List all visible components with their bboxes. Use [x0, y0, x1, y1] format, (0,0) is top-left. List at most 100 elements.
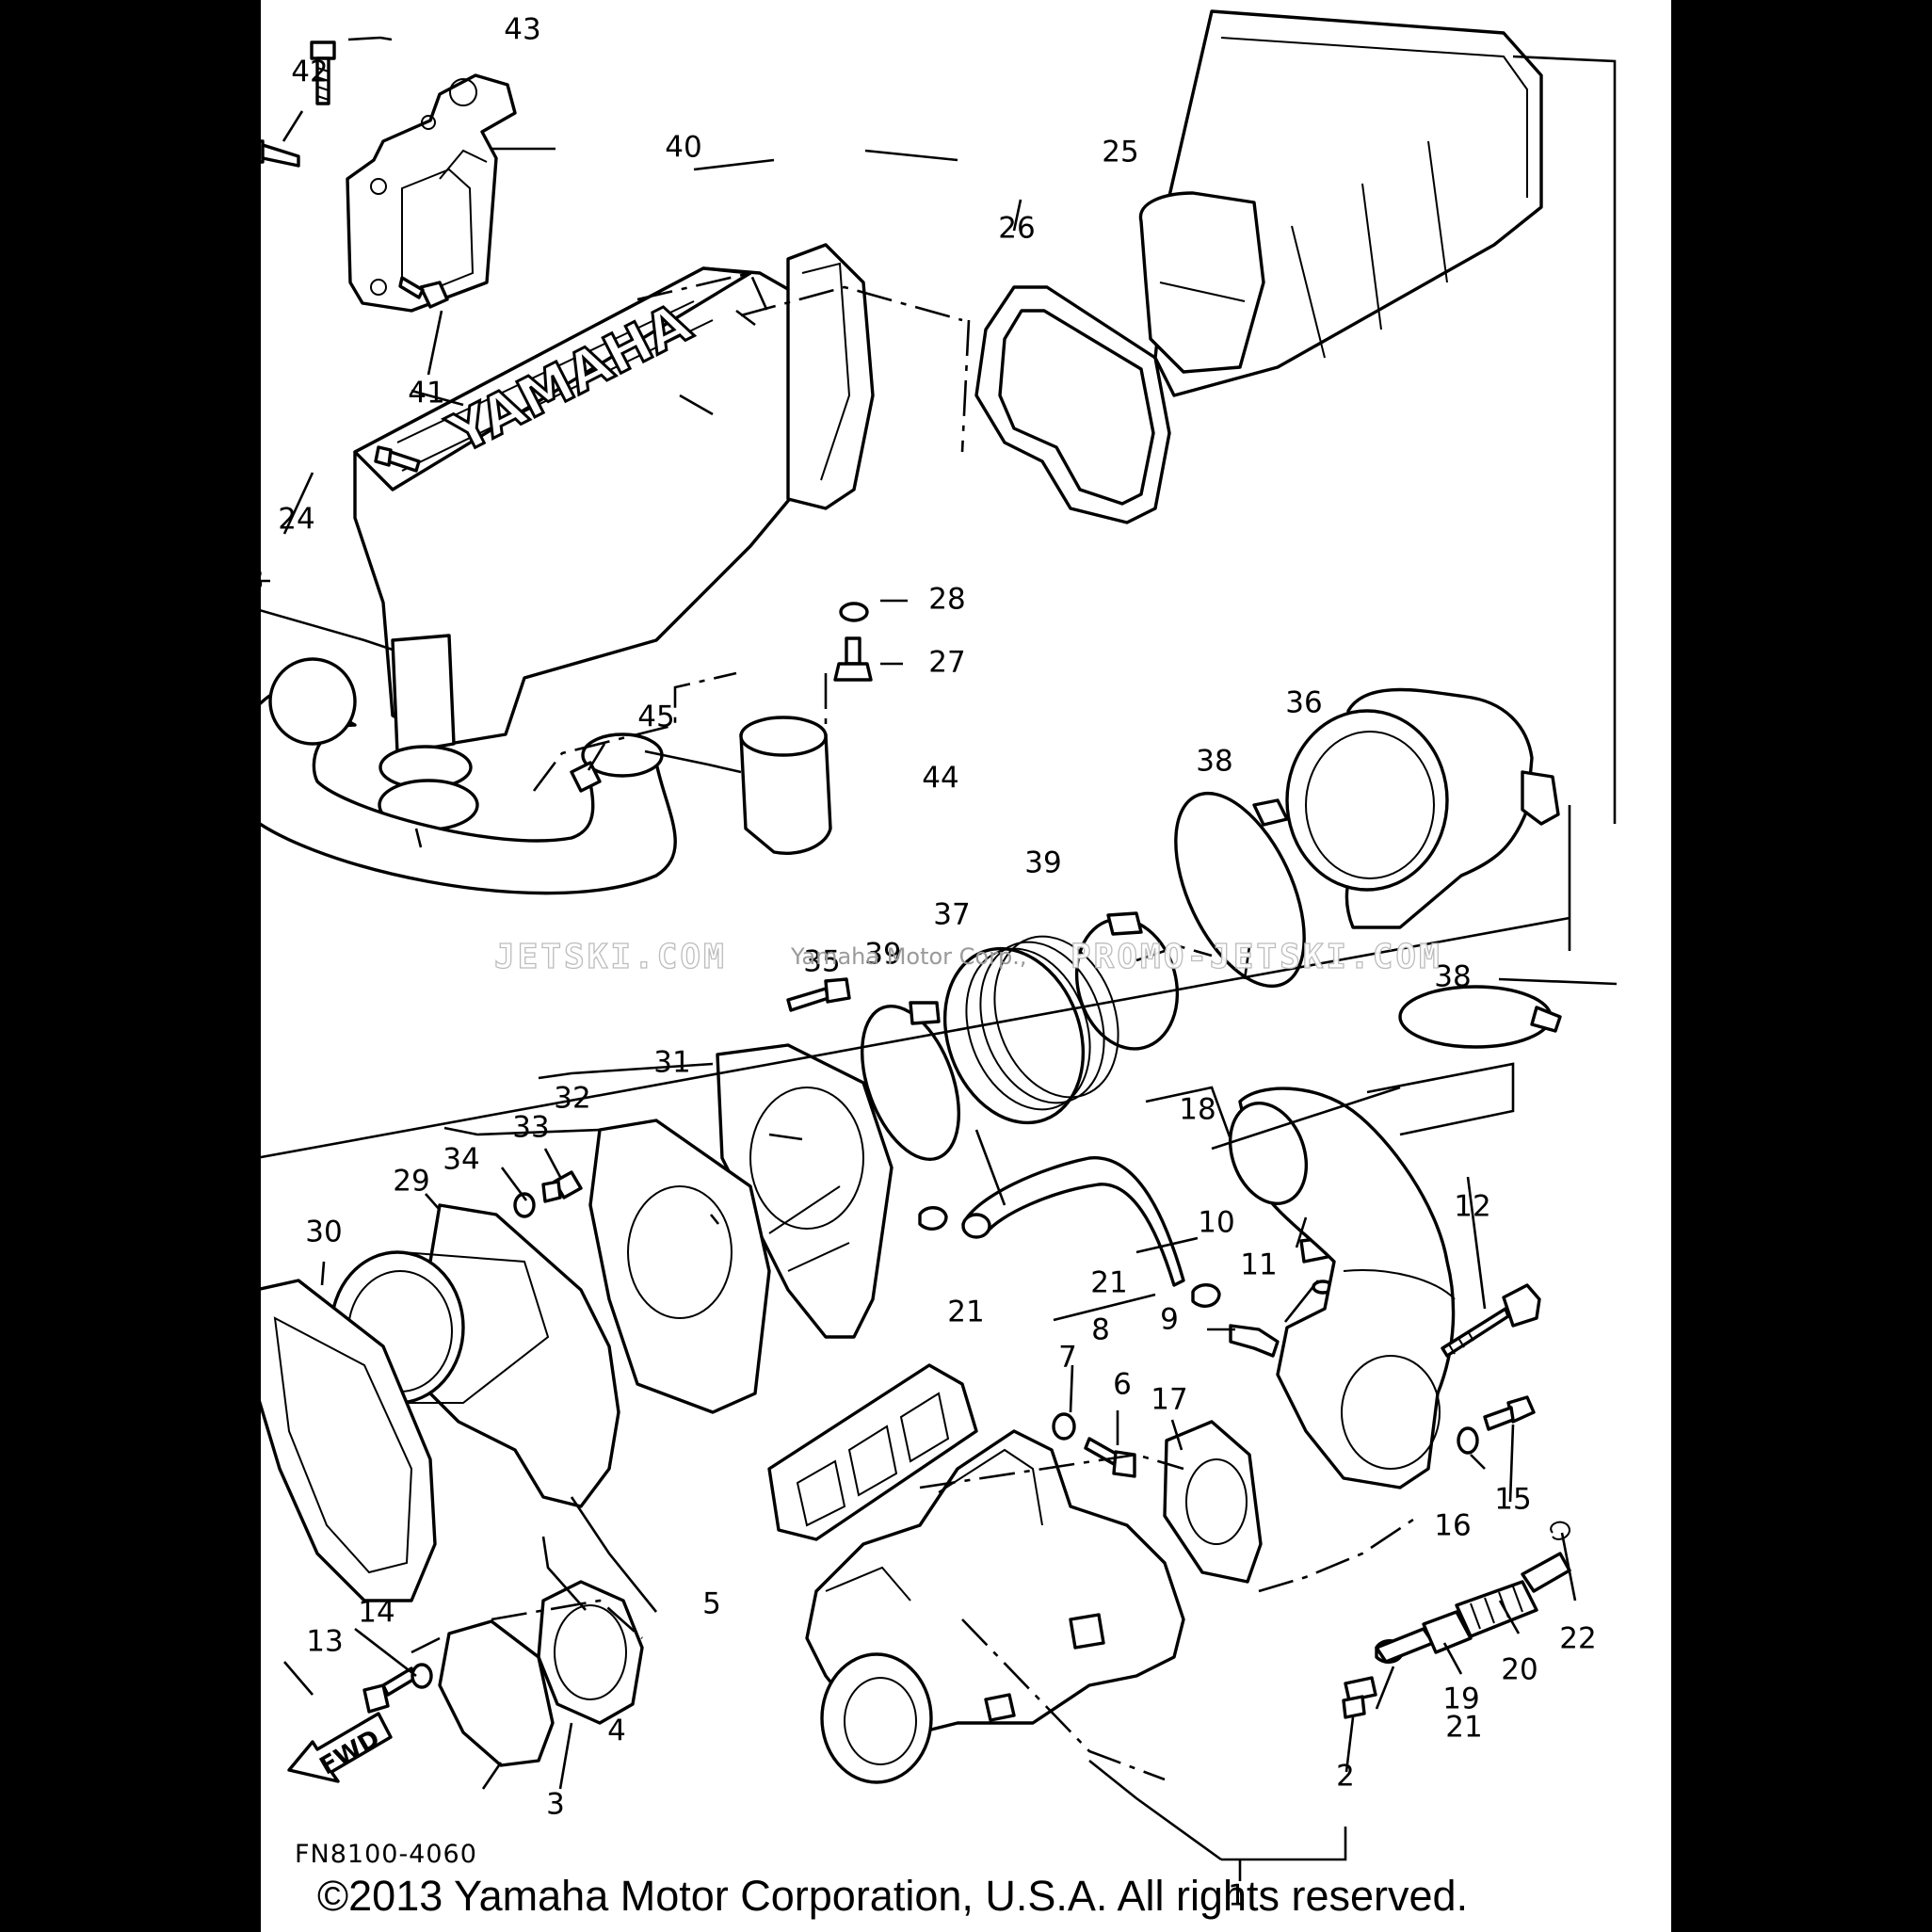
- callout-12: 12: [1454, 1190, 1490, 1224]
- part-23-cover: YAMAHA: [261, 243, 875, 895]
- part-28-washer: [839, 602, 869, 622]
- callout-38a: 38: [1196, 745, 1232, 779]
- callout-19: 19: [1442, 1682, 1479, 1716]
- part-42-bolt: [261, 139, 300, 168]
- part-21-clip-a: [918, 1206, 948, 1231]
- part-7-washer: [1052, 1412, 1076, 1441]
- callout-27: 27: [928, 646, 965, 680]
- part-19-nipple: [1375, 1610, 1473, 1664]
- part-33-bolt: [541, 1170, 583, 1203]
- callout-2: 2: [1336, 1760, 1355, 1794]
- part-43-bolt: [310, 40, 336, 105]
- callout-44: 44: [922, 762, 958, 796]
- part-2-fitting: [1342, 1676, 1377, 1719]
- callout-10: 10: [1198, 1206, 1234, 1240]
- callout-21c: 21: [1445, 1711, 1482, 1745]
- callout-35: 35: [803, 945, 840, 979]
- callout-17: 17: [1151, 1383, 1187, 1417]
- callout-22: 22: [1559, 1622, 1596, 1656]
- part-41-bolt: [398, 276, 449, 309]
- part-38-clamp-upper: [1174, 791, 1306, 989]
- callout-8: 8: [1091, 1313, 1110, 1347]
- callout-28: 28: [928, 583, 965, 617]
- part-36-elbow: [1285, 687, 1560, 929]
- part-15-bolt: [1483, 1395, 1536, 1431]
- part-37-bellows: [942, 935, 1119, 1125]
- callout-41: 41: [408, 377, 444, 411]
- diagram-code: FN8100-4060: [295, 1840, 477, 1869]
- part-13-bolt: [362, 1666, 418, 1714]
- part-25-airbox: [1138, 9, 1543, 397]
- callout-26: 26: [998, 212, 1035, 246]
- part-14-washer: [411, 1663, 433, 1689]
- callout-4: 4: [607, 1715, 626, 1748]
- exploded-parts-diagram: YAMAHA: [261, 9, 1618, 1913]
- callout-30: 30: [305, 1216, 342, 1249]
- callout-5: 5: [702, 1587, 721, 1621]
- callout-21a: 21: [947, 1296, 984, 1329]
- callout-16: 16: [1434, 1509, 1471, 1543]
- part-30-gasket: [261, 1279, 437, 1602]
- part-1-manifold: [805, 1429, 1185, 1784]
- leader-lines: [261, 36, 1618, 1881]
- callout-7: 7: [1058, 1341, 1077, 1375]
- part-45-clamp: [570, 761, 602, 793]
- part-4-gasket: [537, 1580, 644, 1725]
- copyright-notice: ©2013 Yamaha Motor Corporation, U.S.A. A…: [317, 1872, 1469, 1920]
- callout-21b: 21: [1090, 1266, 1127, 1300]
- part-22-clip: [1550, 1521, 1570, 1540]
- callout-9: 9: [1160, 1303, 1179, 1337]
- callout-45: 45: [637, 700, 674, 734]
- part-27-bolt: [833, 636, 873, 682]
- callout-3: 3: [546, 1788, 565, 1822]
- part-12-bolt: [1441, 1283, 1541, 1358]
- callout-42: 42: [291, 56, 328, 89]
- callout-36: 36: [1285, 686, 1322, 720]
- callout-11: 11: [1240, 1248, 1277, 1282]
- part-44-hose: [739, 716, 832, 855]
- parts-diagram-sheet: YAMAHA: [261, 0, 1671, 1932]
- callout-1: 1: [1228, 1879, 1247, 1913]
- part-18-hose: [961, 1156, 1185, 1287]
- part-5-gasket: [767, 1363, 978, 1541]
- callout-24: 24: [278, 503, 314, 537]
- part-26-gasket: [974, 285, 1171, 524]
- fwd-arrow-icon: FWD: [287, 1712, 393, 1783]
- callout-31: 31: [653, 1046, 690, 1080]
- part-17-gasket: [1163, 1420, 1263, 1584]
- dashed-assembly-lines: [414, 271, 1420, 1781]
- part-9-fitting: [1229, 1324, 1280, 1358]
- part-21-clip-b: [1191, 1283, 1221, 1308]
- part-16-washer: [1457, 1426, 1479, 1455]
- callout-39b: 39: [864, 938, 901, 972]
- callout-33: 33: [512, 1111, 549, 1145]
- part-39-clamp-lower: [860, 1001, 961, 1162]
- callout-32: 32: [554, 1082, 590, 1116]
- part-34-washer: [513, 1192, 536, 1218]
- callout-25: 25: [1102, 136, 1138, 169]
- part-24-bolt: [374, 445, 421, 473]
- watermark-right: PROMO-JETSKI.COM: [1070, 937, 1442, 976]
- part-38-clamp-lower: [1398, 985, 1562, 1049]
- callout-43: 43: [504, 13, 540, 47]
- watermark-overlay-text: Yamaha Motor Corp.,: [791, 943, 1027, 970]
- watermark-left: JETSKI.COM: [493, 937, 727, 976]
- callout-13: 13: [306, 1625, 343, 1659]
- callout-23: 23: [261, 564, 265, 598]
- callout-14: 14: [358, 1596, 394, 1630]
- callout-37: 37: [933, 898, 970, 932]
- callout-34: 34: [443, 1143, 479, 1177]
- callout-20: 20: [1501, 1653, 1538, 1687]
- part-32-gasket: [588, 1119, 771, 1414]
- part-35-bolt: [786, 977, 851, 1012]
- callout-39a: 39: [1024, 846, 1061, 880]
- callout-18: 18: [1179, 1093, 1216, 1127]
- callout-6: 6: [1113, 1368, 1132, 1402]
- callout-labels: 1 2 3 4 5 6 7 8 9 10 11 12 13 14 15 16 1…: [261, 13, 1597, 1913]
- callout-29: 29: [393, 1165, 429, 1199]
- callout-40: 40: [665, 131, 701, 165]
- part-40-bracket: [346, 73, 517, 313]
- callout-38b: 38: [1434, 960, 1471, 994]
- part-3-cover: [438, 1619, 555, 1767]
- part-8-elbow: [1228, 1087, 1456, 1489]
